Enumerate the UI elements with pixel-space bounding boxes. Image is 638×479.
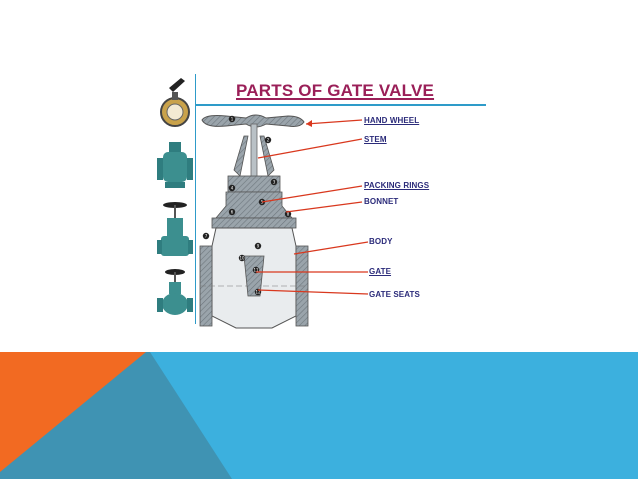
leader-arrowheads (306, 120, 312, 127)
leader-body (293, 241, 369, 255)
globe-valve-icon (155, 266, 195, 326)
bonnet-shape (211, 191, 297, 229)
label-bonnet: BONNET (364, 197, 399, 206)
leader-bonnet (285, 201, 363, 213)
valve-thumbnail-strip (155, 74, 195, 326)
slide-title: PARTS OF GATE VALVE (236, 81, 435, 100)
callout-number: 12 (255, 289, 261, 294)
callout-number: 9 (257, 243, 260, 248)
left-divider (195, 74, 196, 324)
callout-number: 1 (231, 116, 234, 121)
hand-wheel-shape (201, 114, 305, 128)
footer-band-orange (0, 352, 146, 472)
label-gate-seats: GATE SEATS (369, 290, 420, 299)
callout-number: 4 (231, 185, 234, 190)
leader-gate-seats (257, 289, 369, 295)
check-valve-icon (155, 136, 195, 196)
leader-packing-rings (261, 185, 363, 203)
label-body: BODY (369, 237, 393, 246)
label-packing-rings: PACKING RINGS (364, 181, 430, 190)
callout-number: 2 (267, 137, 270, 142)
gate-valve-icon (155, 198, 195, 264)
callout-number: 11 (253, 267, 259, 272)
callout-number: 10 (239, 255, 245, 260)
leader-lines (256, 119, 369, 295)
label-stem: STEM (364, 135, 387, 144)
label-gate: GATE (369, 267, 392, 276)
footer-band-blue-wedge (150, 352, 232, 479)
callout-number: 6 (231, 209, 234, 214)
callout-number: 3 (273, 179, 276, 184)
leader-hand-wheel (305, 119, 363, 125)
callout-number: 8 (287, 211, 290, 216)
leader-stem (257, 138, 363, 159)
footer-band (0, 352, 638, 479)
callout-number: 7 (205, 233, 208, 238)
label-hand-wheel: HAND WHEEL (364, 116, 420, 125)
gate-shape (243, 255, 265, 297)
butterfly-valve-icon (155, 74, 195, 134)
title-rule (196, 104, 486, 106)
